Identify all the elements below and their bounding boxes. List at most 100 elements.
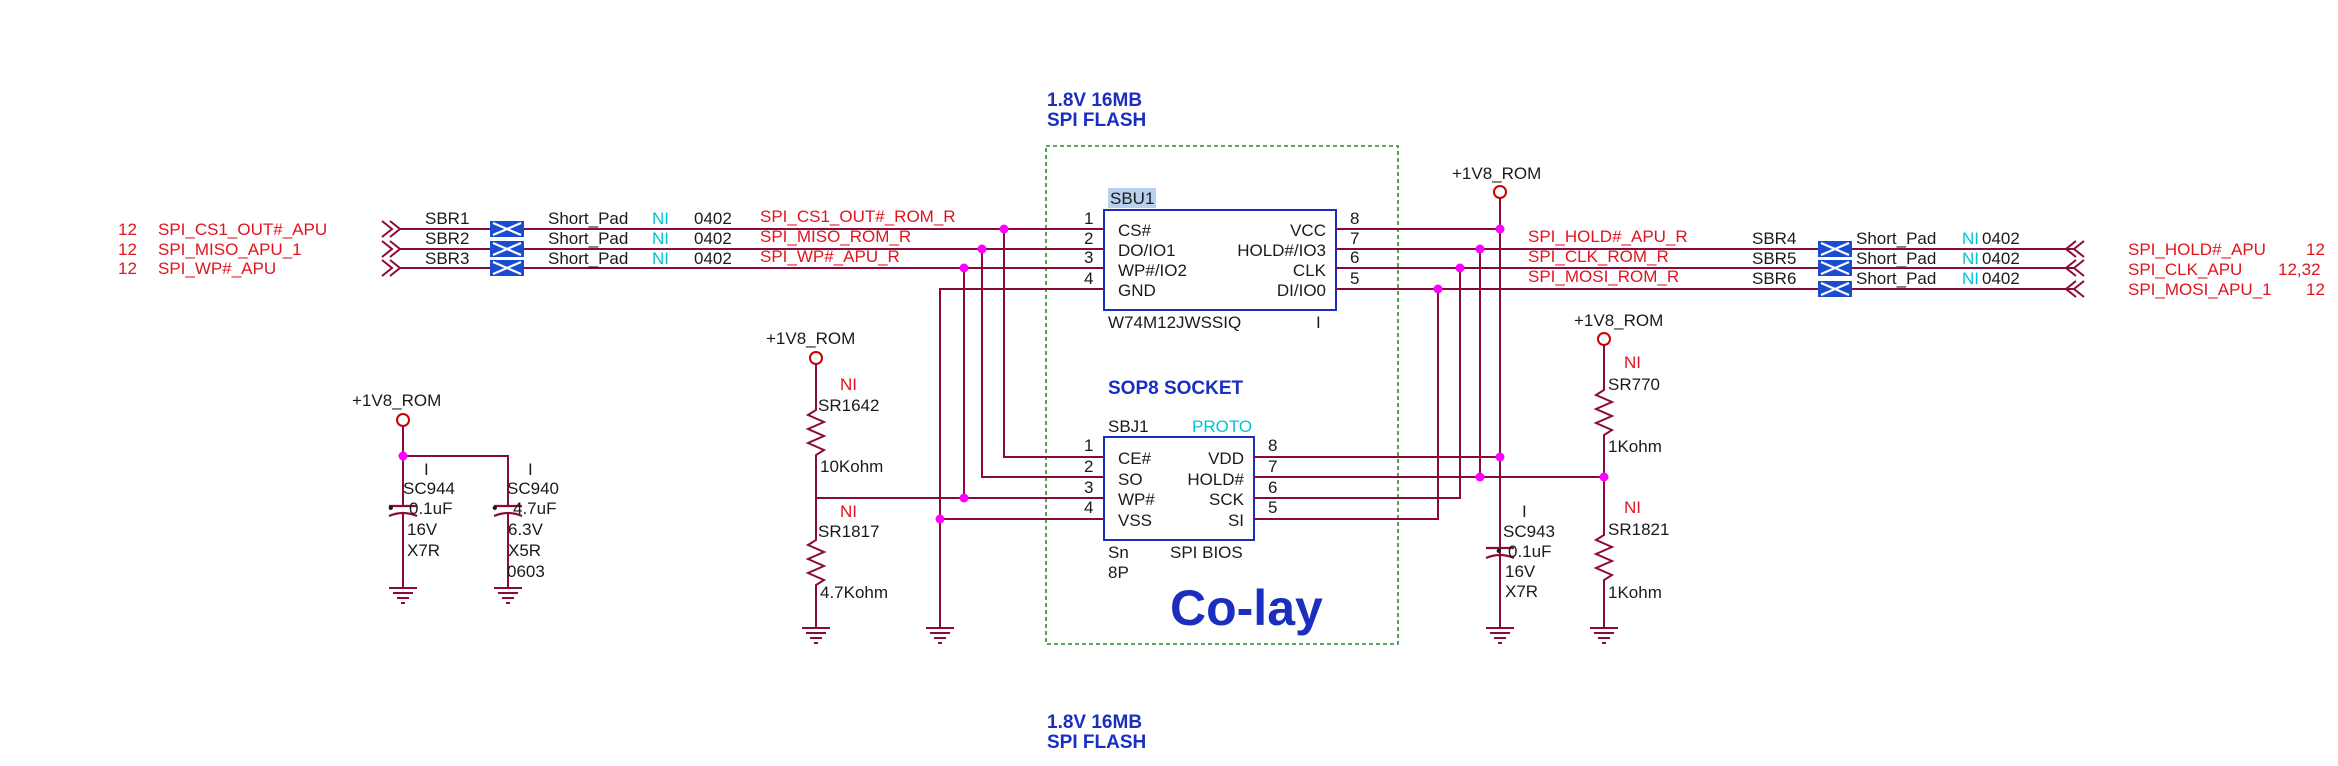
socket-pin-num: 1 — [1084, 436, 1093, 455]
cap-ref: SC943 — [1503, 522, 1555, 541]
socket-pin-count: 8P — [1108, 563, 1129, 582]
res-value: 4.7Kohm — [820, 583, 888, 602]
socket-title: SOP8 SOCKET — [1108, 378, 1244, 399]
left-port-page: 12 — [118, 259, 137, 278]
flash-part-number: W74M12JWSSIQ — [1108, 313, 1241, 332]
socket-pin-name: SO — [1118, 470, 1143, 489]
cap-polarity: • — [492, 500, 498, 517]
resistor-sr1642: +1V8_ROM NI SR1642 10Kohm — [766, 329, 883, 498]
short-pad-sbr4: SBR4 Short_Pad NI 0402 SPI_HOLD#_APU_R — [1528, 227, 2020, 259]
junction-dot — [1495, 452, 1505, 462]
cap-polarity: • — [388, 500, 394, 517]
pad-type: Short_Pad — [548, 229, 628, 248]
socket-body — [1103, 436, 1255, 541]
socket-pin-num: 5 — [1268, 498, 1277, 517]
pad-type: Short_Pad — [1856, 249, 1936, 268]
pad-size: 0402 — [694, 249, 732, 268]
flash-chip-body — [1103, 209, 1337, 311]
flash-pin-name: CLK — [1293, 261, 1327, 280]
flash-pin-num: 6 — [1350, 248, 1359, 267]
junction-dot — [1599, 472, 1609, 482]
socket-pin-num: 2 — [1084, 457, 1093, 476]
cap-voltage: 6.3V — [508, 520, 544, 539]
power-pin-icon — [1493, 185, 1507, 199]
right-port-net: SPI_HOLD#_APU — [2128, 240, 2266, 259]
res-ref: SR1642 — [818, 396, 879, 415]
junction-dot — [977, 244, 987, 254]
pad-net: SPI_CLK_ROM_R — [1528, 247, 1669, 266]
left-port-net: SPI_CS1_OUT#_APU — [158, 220, 327, 239]
flash-ref: SBU1 — [1110, 189, 1154, 208]
res-ni: NI — [1624, 353, 1641, 372]
capacitor-sc943: I SC943 • 0.1uF 16V X7R — [1485, 502, 1555, 620]
res-ni: NI — [840, 375, 857, 394]
res-ni: NI — [840, 502, 857, 521]
flash-flag: I — [1316, 313, 1321, 332]
ground-icon — [801, 619, 831, 644]
right-port-net: SPI_CLK_APU — [2128, 260, 2242, 279]
junction-dot — [1495, 224, 1505, 234]
short-pad-icon — [1816, 239, 1854, 259]
pad-net: SPI_MOSI_ROM_R — [1528, 267, 1679, 286]
cap-package: 0603 — [507, 562, 545, 581]
junction-dot — [959, 493, 969, 503]
short-pad-sbr3: SBR3 Short_Pad NI 0402 SPI_WP#_APU_R — [425, 247, 900, 278]
flash-pin-num: 5 — [1350, 269, 1359, 288]
socket-pin-name: SCK — [1209, 490, 1245, 509]
decoupling-group: +1V8_ROM — [352, 391, 509, 500]
res-value: 1Kohm — [1608, 583, 1662, 602]
socket-pin-name: VDD — [1208, 449, 1244, 468]
pad-type: Short_Pad — [1856, 269, 1936, 288]
power-pin-icon — [396, 413, 410, 427]
capacitor-sc944: I SC944 • 0.1uF 16V X7R — [388, 460, 455, 580]
pad-ref: SBR4 — [1752, 229, 1796, 248]
pad-ref: SBR1 — [425, 209, 469, 228]
pad-ni: NI — [652, 249, 669, 268]
ground-icon — [1589, 619, 1619, 644]
flash-pin-num: 3 — [1084, 248, 1093, 267]
socket-pin-name: CE# — [1118, 449, 1152, 468]
pad-net: SPI_CS1_OUT#_ROM_R — [760, 207, 956, 226]
power-label: +1V8_ROM — [352, 391, 441, 410]
socket-pin-num: 3 — [1084, 478, 1093, 497]
socket-status: Sn — [1108, 543, 1129, 562]
ground-icon — [1485, 619, 1515, 644]
socket-sbj1: SBJ1 PROTO 1 2 3 4 CE# SO WP# VSS VDD HO… — [1084, 417, 1277, 582]
resistor-sr1817: NI SR1817 4.7Kohm — [805, 498, 888, 620]
res-ref: SR1817 — [818, 522, 879, 541]
right-port-net: SPI_MOSI_APU_1 — [2128, 280, 2272, 299]
short-pad-sbr6: SBR6 Short_Pad NI 0402 SPI_MOSI_ROM_R — [1528, 267, 2020, 299]
left-internal-wires — [816, 229, 1104, 620]
pad-net: SPI_HOLD#_APU_R — [1528, 227, 1688, 246]
flash-ref-highlight — [1108, 188, 1156, 208]
colay-label: Co-lay — [1170, 580, 1323, 636]
res-ref: SR1821 — [1608, 520, 1669, 539]
bottom-title-line1: 1.8V 16MB — [1047, 712, 1142, 733]
left-port-net: SPI_MISO_APU_1 — [158, 240, 302, 259]
power-label: +1V8_ROM — [766, 329, 855, 348]
socket-part: SPI BIOS — [1170, 543, 1243, 562]
flash-pin-name: DI/IO0 — [1277, 281, 1326, 300]
cap-voltage: 16V — [407, 520, 438, 539]
cap-voltage: 16V — [1505, 562, 1536, 581]
pad-net: SPI_WP#_APU_R — [760, 247, 900, 266]
flash-title-line2: SPI FLASH — [1047, 110, 1146, 131]
cap-dielectric: X5R — [508, 541, 541, 560]
left-port-3: 12 SPI_WP#_APU — [118, 259, 276, 278]
power-label: +1V8_ROM — [1452, 164, 1541, 183]
pad-net: SPI_MISO_ROM_R — [760, 227, 911, 246]
socket-pin-num: 8 — [1268, 436, 1277, 455]
junction-dot — [999, 224, 1009, 234]
cap-value: 0.1uF — [409, 499, 452, 518]
right-port-3: SPI_MOSI_APU_1 12 — [2128, 280, 2325, 299]
pad-size: 0402 — [694, 229, 732, 248]
left-port-1: 12 SPI_CS1_OUT#_APU — [118, 220, 327, 239]
socket-pin-num: 4 — [1084, 498, 1093, 517]
left-connector-arrow — [381, 240, 401, 258]
power-rail-vcc: +1V8_ROM — [1452, 164, 1541, 199]
flash-pin-name: CS# — [1118, 221, 1152, 240]
right-port-2: SPI_CLK_APU 12,32 — [2128, 260, 2321, 279]
socket-pin-name: VSS — [1118, 511, 1152, 530]
junction-dot — [1433, 284, 1443, 294]
